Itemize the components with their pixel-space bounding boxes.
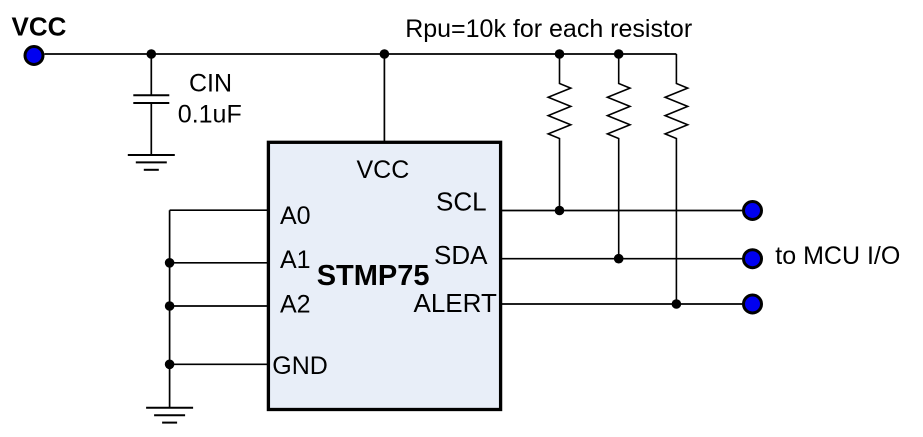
- svg-text:VCC: VCC: [357, 156, 410, 184]
- svg-text:SCL: SCL: [436, 186, 487, 216]
- svg-text:0.1uF: 0.1uF: [178, 101, 242, 129]
- svg-text:CIN: CIN: [189, 69, 232, 97]
- svg-text:Rpu=10k for each resistor: Rpu=10k for each resistor: [405, 15, 692, 43]
- svg-text:VCC: VCC: [12, 11, 67, 41]
- svg-text:A0: A0: [280, 202, 311, 230]
- svg-text:STMP75: STMP75: [317, 260, 430, 292]
- svg-text:ALERT: ALERT: [414, 288, 497, 318]
- svg-text:A2: A2: [280, 291, 311, 319]
- svg-text:A1: A1: [280, 246, 311, 274]
- svg-text:GND: GND: [272, 352, 328, 380]
- svg-text:to MCU I/O: to MCU I/O: [775, 242, 900, 270]
- svg-text:SDA: SDA: [434, 240, 488, 270]
